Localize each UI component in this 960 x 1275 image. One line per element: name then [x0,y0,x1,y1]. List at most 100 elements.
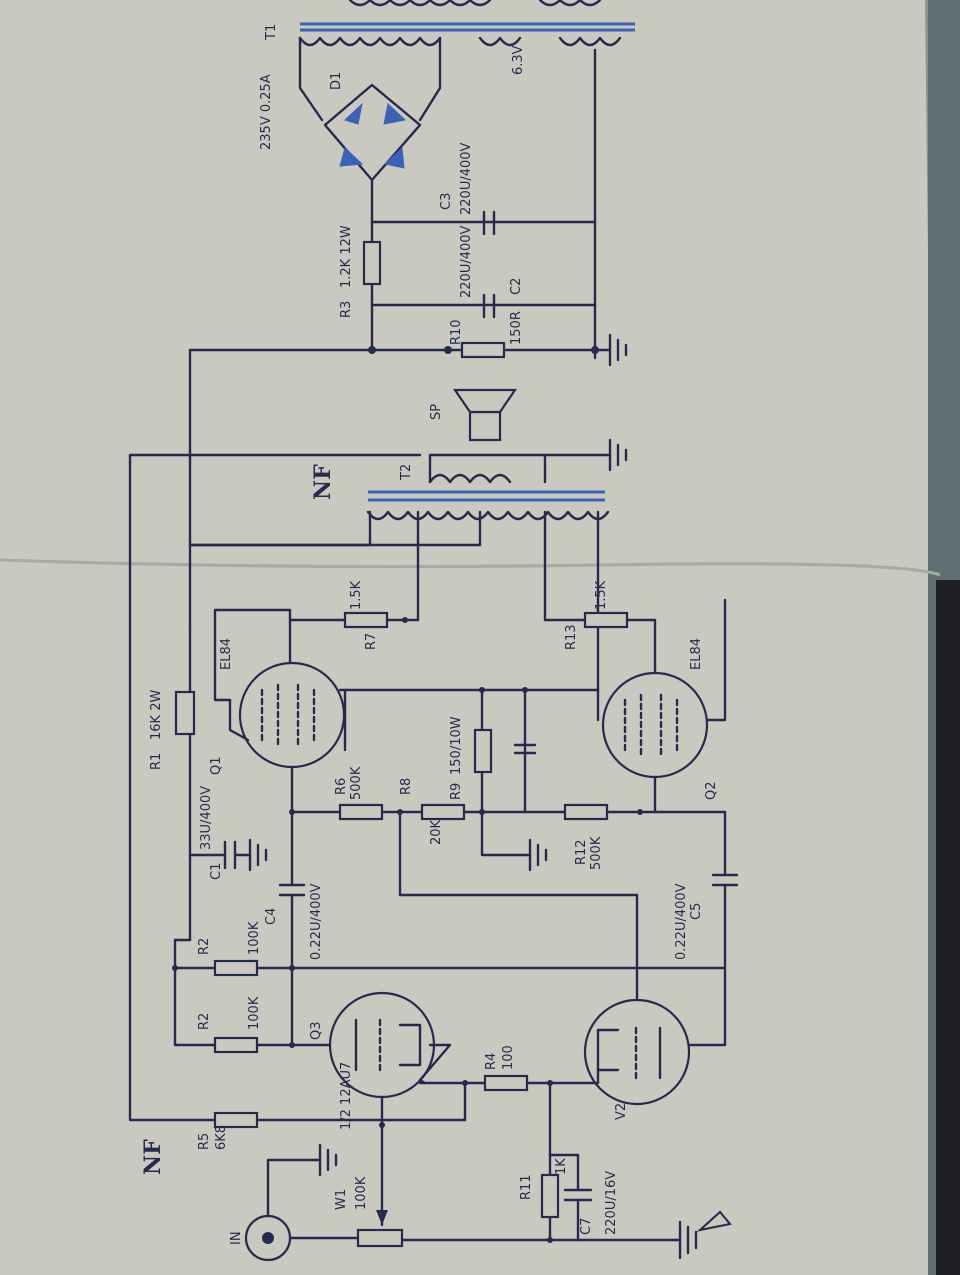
chassis-ground-mark [696,1210,732,1232]
input-jack-center [262,1232,274,1244]
label-c5: C5 [689,903,704,920]
junction [172,965,178,971]
label-r2b-value: 100K [247,996,262,1030]
label-t1-heater: 6.3V [511,45,526,75]
wire-t2-secondary [428,453,547,484]
label-r12: R12 [574,839,589,865]
label-d1: D1 [329,72,344,90]
wire-input-ground [266,1158,322,1217]
ground-symbol [608,438,628,472]
wire-r8-to-v2 [398,810,639,1002]
wire-b-plus-to-r1 [188,348,597,632]
label-sp: SP [429,404,444,420]
r6-resistor [338,803,384,821]
wire-cathode-ground [480,810,532,857]
r1-resistor [174,690,196,736]
d1-diode-3 [339,147,364,167]
label-r10-value: 150R [509,311,524,345]
q1-grids [260,683,316,747]
junction [402,617,408,623]
label-r3: R3 [339,301,354,318]
wire-b-plus-ct [188,510,482,547]
label-nf-bottom: NF [140,1139,166,1175]
label-c4: C4 [264,908,279,925]
label-r2a: R2 [197,938,212,955]
r10-resistor [460,341,506,359]
r8-resistor [420,803,466,821]
label-r10: R10 [449,319,464,345]
wire-c7-top [548,1153,580,1192]
q2-tube [601,671,709,779]
junction [547,1237,553,1243]
label-q2-type: EL84 [689,638,704,670]
junction [637,809,643,815]
junction [547,1080,553,1086]
junction [379,1122,385,1128]
label-r9-value: 150/10W [449,716,464,775]
label-r4-value: 100 [501,1045,516,1070]
label-c7: C7 [579,1218,594,1235]
junction [462,1080,468,1086]
label-r7-value: 1.5K [349,580,364,610]
label-r5-value: 6K8 [214,1125,229,1150]
junction [289,965,295,971]
label-r4: R4 [484,1053,499,1070]
paper [0,0,940,1275]
r7-resistor [343,611,389,629]
label-r8-value: 20K [429,819,444,845]
junction [444,346,452,354]
wire-t1-d1-right [418,36,442,122]
v2-tube [583,998,691,1106]
w1-potentiometer [356,1228,404,1248]
label-c7-value: 220U/16V [604,1171,619,1235]
label-t1: T1 [264,24,279,41]
t1-secondary-hv [298,36,442,47]
w1-wiper-arrow [376,1210,388,1225]
r2b-resistor [213,1036,259,1054]
v2-cathode [596,1028,620,1072]
t1-primary [348,0,602,7]
r11-resistor [540,1173,560,1219]
label-q2: Q2 [704,781,719,800]
wire-t1-d1-left [298,36,324,122]
wire-nf-feedback [128,453,422,1122]
label-r6-value: 500K [349,766,364,800]
q2-grids [623,693,679,757]
junction [289,1042,295,1048]
label-c3-value: 220U/400V [459,142,474,215]
label-c1: C1 [209,863,224,880]
r2a-resistor [213,959,259,977]
t2-secondary [428,473,512,484]
label-r12-value: 500K [589,836,604,870]
label-c1-value: 33U/400V [199,786,214,850]
label-r3-value: 1.2K 12W [339,225,354,288]
label-w1: W1 [334,1189,349,1210]
junction [368,346,376,354]
wire-q2-heater [705,598,727,722]
ground-symbol [318,1143,338,1177]
label-c2-value: 220U/400V [459,225,474,298]
label-c3: C3 [439,193,454,210]
r4-resistor [483,1074,529,1092]
r5-resistor [213,1111,259,1129]
q1-heater-lead [228,698,250,742]
wire-q1-heater [213,608,292,702]
paper-fold [0,558,941,577]
label-nf-top: NF [310,464,336,500]
label-r13-value: 1.5K [594,580,609,610]
label-r5: R5 [197,1133,212,1150]
label-q3: Q3 [309,1021,324,1040]
label-r2b: R2 [197,1013,212,1030]
d1-diode-2 [383,103,407,125]
q3-heater [418,1043,452,1085]
ground-symbol [528,838,548,872]
speaker-magnet [468,410,502,442]
r13-resistor [583,611,629,629]
label-r13: R13 [564,624,579,650]
label-in: IN [229,1231,244,1245]
label-r1-value: 16K 2W [149,690,164,740]
label-q1-type: EL84 [219,638,234,670]
label-w1-value: 100K [354,1176,369,1210]
